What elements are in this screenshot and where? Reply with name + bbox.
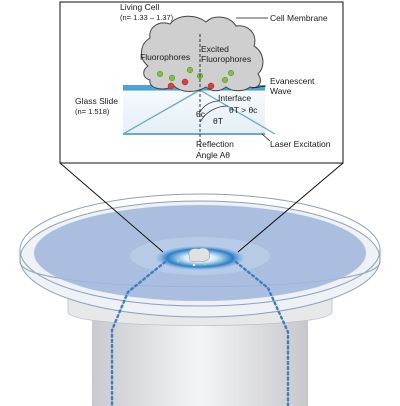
- living-cell-index: (n= 1.33 – 1.37): [120, 13, 174, 22]
- petri-dish: [19, 193, 381, 318]
- fluorophores-green: [156, 66, 235, 84]
- excited-fluorophores-label-1: Excited: [201, 44, 229, 54]
- fluorophores-label: Fluorophores: [140, 52, 190, 62]
- glass-slide: [123, 90, 265, 134]
- theta-c-label: θc: [196, 109, 206, 119]
- reflection-angle-label-1: Reflection: [196, 139, 234, 149]
- laser-beam-right: [234, 260, 290, 406]
- evanescent-wave-label-2: Wave: [270, 86, 292, 96]
- theta-t-arc: [199, 105, 229, 123]
- interface-label: Interface: [218, 93, 251, 103]
- laser-excitation-label: Laser Excitation: [270, 139, 331, 149]
- dish-cell: [188, 247, 210, 263]
- theta-c-arc: [199, 100, 220, 113]
- reflected-beam: [199, 89, 276, 135]
- fluorophores-red: [167, 78, 215, 90]
- laser-beams: [110, 260, 290, 406]
- reflection-angle-label-2: Angle Aθ: [196, 150, 230, 160]
- theta-t-label: θT: [213, 116, 223, 126]
- laser-beam-left: [110, 260, 167, 406]
- incident-beam: [122, 89, 201, 135]
- glass-slide-label: Glass Slide: [75, 96, 118, 106]
- magnification-lines: [59, 162, 344, 253]
- excited-fluorophores-label-2: Fluorophores: [201, 54, 251, 64]
- evanescent-wave-label-1: Evanescent: [270, 76, 315, 86]
- glass-slide-index: (n= 1.518): [75, 107, 110, 116]
- inset-panel: Living Cell (n= 1.33 – 1.37) Cell Membra…: [59, 1, 344, 164]
- cell-membrane-label: Cell Membrane: [270, 13, 328, 23]
- angle-condition-label: θT > θc: [229, 105, 258, 115]
- living-cell-label: Living Cell: [120, 2, 159, 12]
